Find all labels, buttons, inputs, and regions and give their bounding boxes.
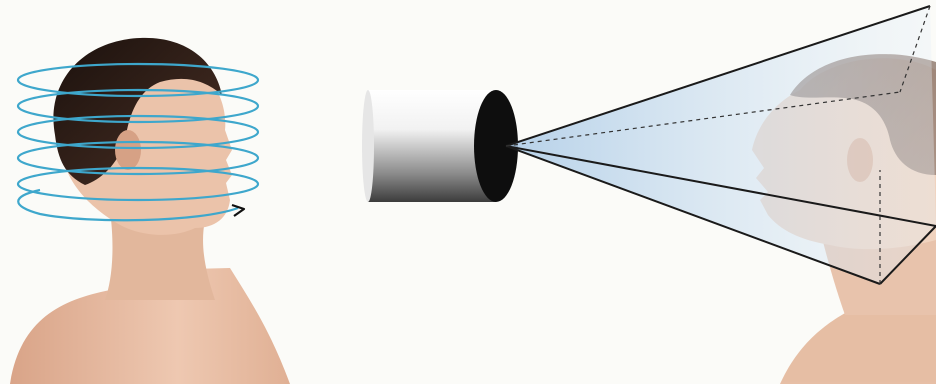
frustum-fill	[506, 6, 936, 284]
projection-frustum	[506, 6, 936, 284]
camera-back-edge	[362, 90, 374, 202]
left-ear	[115, 130, 141, 170]
camera-icon	[362, 90, 518, 202]
